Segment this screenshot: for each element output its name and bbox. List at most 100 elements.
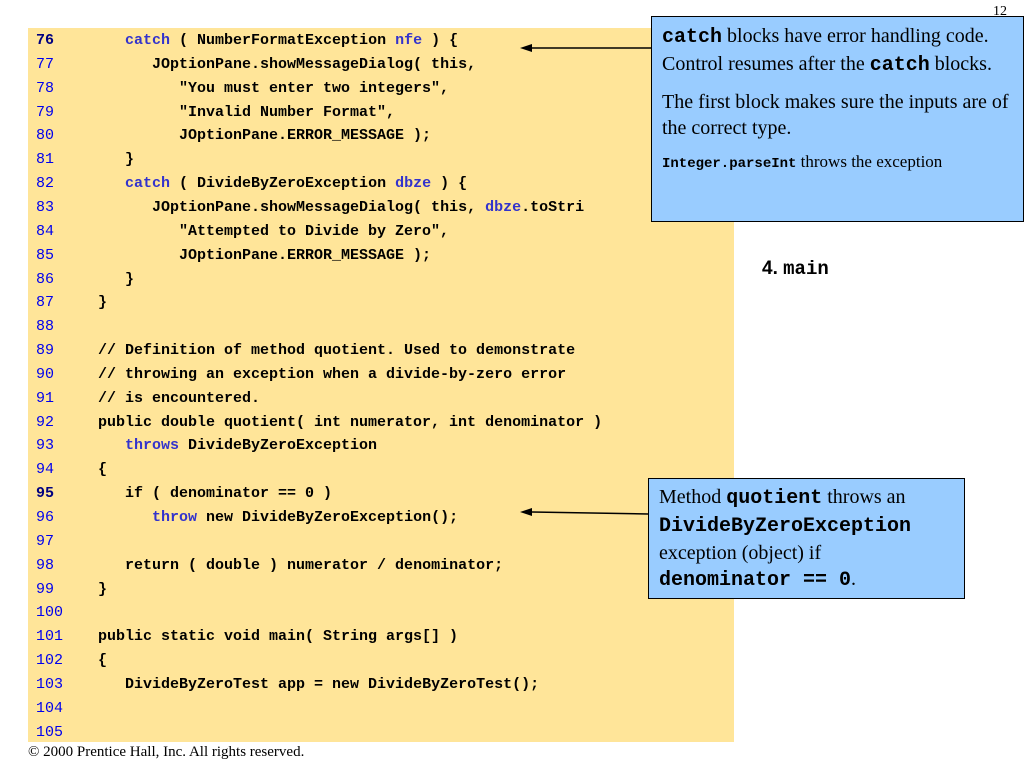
code-token: if ( denominator == 0 ) — [125, 485, 333, 503]
code-token: // throwing an exception when a divide-b… — [98, 365, 567, 383]
code-text: } — [98, 269, 134, 291]
line-number: 80 — [36, 127, 55, 145]
callout-code: catch — [869, 54, 930, 77]
code-text: return ( double ) numerator / denominato… — [98, 555, 503, 577]
code-token: // Definition of method quotient. Used t… — [98, 342, 576, 360]
code-line: 86 } — [28, 269, 734, 291]
line-number: 88 — [36, 318, 55, 336]
code-line: 87} — [28, 292, 734, 314]
code-line: 77 JOptionPane.showMessageDialog( this, — [28, 54, 734, 76]
code-line: 104 — [28, 698, 734, 720]
code-text: } — [98, 149, 134, 171]
callout-code: quotient — [726, 487, 823, 510]
line-number: 99 — [36, 580, 55, 598]
code-token: DivideByZeroException — [179, 437, 378, 455]
line-number: 87 — [36, 294, 55, 312]
catch-callout: catch blocks have error handling code. C… — [651, 16, 1024, 222]
line-number: 100 — [36, 604, 64, 622]
code-keyword: throw — [152, 509, 198, 526]
code-token: } — [98, 580, 108, 598]
code-line: 91 // is encountered. — [28, 388, 734, 410]
code-line: 94 { — [28, 459, 734, 481]
callout-text: blocks. — [929, 53, 992, 75]
line-number: 91 — [36, 389, 55, 407]
callout-code: Integer.parseInt — [662, 156, 797, 172]
line-number: 98 — [36, 556, 55, 574]
code-token: } — [125, 270, 135, 288]
callout-text: Method — [659, 486, 727, 508]
code-token: "You must enter two integers", — [179, 79, 450, 97]
code-line: 89// Definition of method quotient. Used… — [28, 340, 734, 362]
code-token: } — [98, 294, 108, 312]
code-line: 84 "Attempted to Divide by Zero", — [28, 221, 734, 243]
arrow-line-quotient — [531, 511, 649, 515]
code-token: ( DivideByZeroException — [170, 175, 396, 193]
code-token: new DivideByZeroException(); — [197, 509, 459, 526]
code-text: } — [98, 292, 107, 314]
code-text: JOptionPane.showMessageDialog( this, — [98, 54, 476, 76]
code-token: { — [98, 652, 108, 670]
code-line: 105 — [28, 722, 734, 744]
code-line: 88 — [28, 316, 734, 338]
code-text: // is encountered. — [98, 388, 260, 410]
code-token: public static void main( String args[] ) — [98, 628, 459, 646]
line-number: 97 — [36, 532, 55, 550]
code-keyword: nfe — [395, 32, 423, 49]
callout-text: exception (object) if — [659, 542, 822, 564]
code-text: JOptionPane.ERROR_MESSAGE ); — [98, 125, 431, 147]
line-number: 102 — [36, 652, 64, 670]
code-token: return ( double ) numerator / denominato… — [125, 556, 504, 574]
callout-text: throws an — [822, 486, 906, 508]
code-line: 96 throw new DivideByZeroException(); — [28, 507, 734, 529]
code-line: 83 JOptionPane.showMessageDialog( this, … — [28, 197, 734, 219]
code-line: 101 public static void main( String args[… — [28, 626, 734, 648]
arrow-head-quotient — [520, 508, 532, 516]
code-line: 85 JOptionPane.ERROR_MESSAGE ); — [28, 245, 734, 267]
code-line: 90// throwing an exception when a divide… — [28, 364, 734, 386]
line-number: 86 — [36, 270, 55, 288]
code-token: } — [125, 151, 135, 169]
outline-code: main — [783, 258, 829, 280]
line-number: 105 — [36, 723, 64, 741]
code-token: { — [98, 461, 108, 479]
outline-number: 4. — [762, 258, 778, 279]
line-number: 94 — [36, 461, 55, 479]
code-text: { — [98, 650, 107, 672]
line-number: 76 — [36, 32, 55, 49]
code-token: JOptionPane.showMessageDialog( this, — [152, 198, 486, 216]
line-number: 101 — [36, 628, 64, 646]
code-panel: 76 catch ( NumberFormatException nfe ) {… — [28, 28, 734, 742]
code-token: JOptionPane.ERROR_MESSAGE ); — [179, 127, 432, 145]
outline-item-main: 4. main — [762, 258, 829, 280]
code-line: 82 catch ( DivideByZeroException dbze ) … — [28, 173, 734, 195]
quotient-callout: Method quotient throws an DivideByZeroEx… — [648, 478, 965, 599]
code-text: // Definition of method quotient. Used t… — [98, 340, 575, 362]
code-token: JOptionPane.showMessageDialog( this, — [152, 55, 477, 73]
code-keyword: throws — [125, 437, 180, 455]
line-number: 83 — [36, 198, 55, 216]
callout-code: catch — [662, 26, 723, 49]
code-text: "Invalid Number Format", — [98, 102, 395, 124]
code-token: // is encountered. — [98, 389, 261, 407]
line-number: 96 — [36, 509, 55, 526]
code-line: 99} — [28, 579, 734, 601]
code-text: if ( denominator == 0 ) — [98, 483, 332, 505]
line-number: 92 — [36, 413, 55, 431]
code-text: // throwing an exception when a divide-b… — [98, 364, 566, 386]
code-line: 93 throws DivideByZeroException — [28, 435, 734, 457]
code-line: 78 "You must enter two integers", — [28, 78, 734, 100]
code-token: .toStri — [521, 198, 585, 216]
line-number: 95 — [36, 485, 55, 503]
line-number: 78 — [36, 79, 55, 97]
code-text: catch ( NumberFormatException nfe ) { — [98, 30, 458, 52]
page-number: 12 — [993, 4, 1007, 19]
code-text: catch ( DivideByZeroException dbze ) { — [98, 173, 467, 195]
code-text: DivideByZeroTest app = new DivideByZeroT… — [98, 674, 539, 696]
callout-text: The first block makes sure the inputs ar… — [662, 91, 1009, 139]
line-number: 79 — [36, 103, 55, 121]
code-line: 98 return ( double ) numerator / denomin… — [28, 555, 734, 577]
callout-text: throws the exception — [796, 152, 943, 171]
callout-code: DivideByZeroException — [659, 515, 912, 538]
code-line: 103 DivideByZeroTest app = new DivideByZ… — [28, 674, 734, 696]
code-keyword: catch — [125, 32, 171, 49]
